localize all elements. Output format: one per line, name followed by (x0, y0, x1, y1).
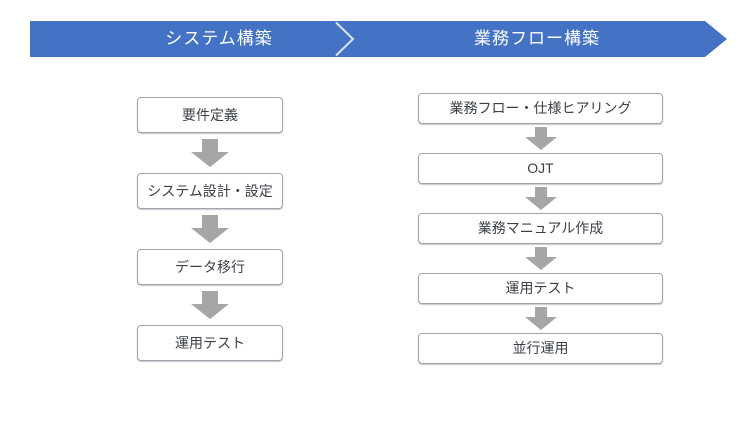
banner-arrow-shape (30, 21, 727, 57)
down-arrow-icon (524, 307, 557, 330)
flow-step-box: 業務マニュアル作成 (418, 213, 663, 244)
flow-step-box: 運用テスト (137, 325, 283, 361)
flow-step-box: 業務フロー・仕様ヒアリング (418, 93, 663, 124)
flow-step-box: OJT (418, 153, 663, 184)
phase-banner (30, 21, 727, 57)
flow-step-box: データ移行 (137, 249, 283, 285)
down-arrow-icon (191, 215, 229, 243)
down-arrow-icon (524, 187, 557, 210)
flow-step-box: 運用テスト (418, 273, 663, 304)
banner-divider-chevron (335, 21, 355, 57)
down-arrow-icon (191, 139, 229, 167)
flow-workflow-construction: 業務フロー・仕様ヒアリング OJT 業務マニュアル作成 運用テスト 並行運用 (418, 93, 663, 364)
phase-title-system: システム構築 (165, 29, 273, 48)
phase-title-workflow: 業務フロー構築 (474, 29, 600, 48)
flow-system-construction: 要件定義 システム設計・設定 データ移行 運用テスト (137, 97, 283, 361)
down-arrow-icon (191, 291, 229, 319)
flow-step-box: 並行運用 (418, 333, 663, 364)
flow-step-box: 要件定義 (137, 97, 283, 133)
flow-step-box: システム設計・設定 (137, 173, 283, 209)
down-arrow-icon (524, 127, 557, 150)
down-arrow-icon (524, 247, 557, 270)
